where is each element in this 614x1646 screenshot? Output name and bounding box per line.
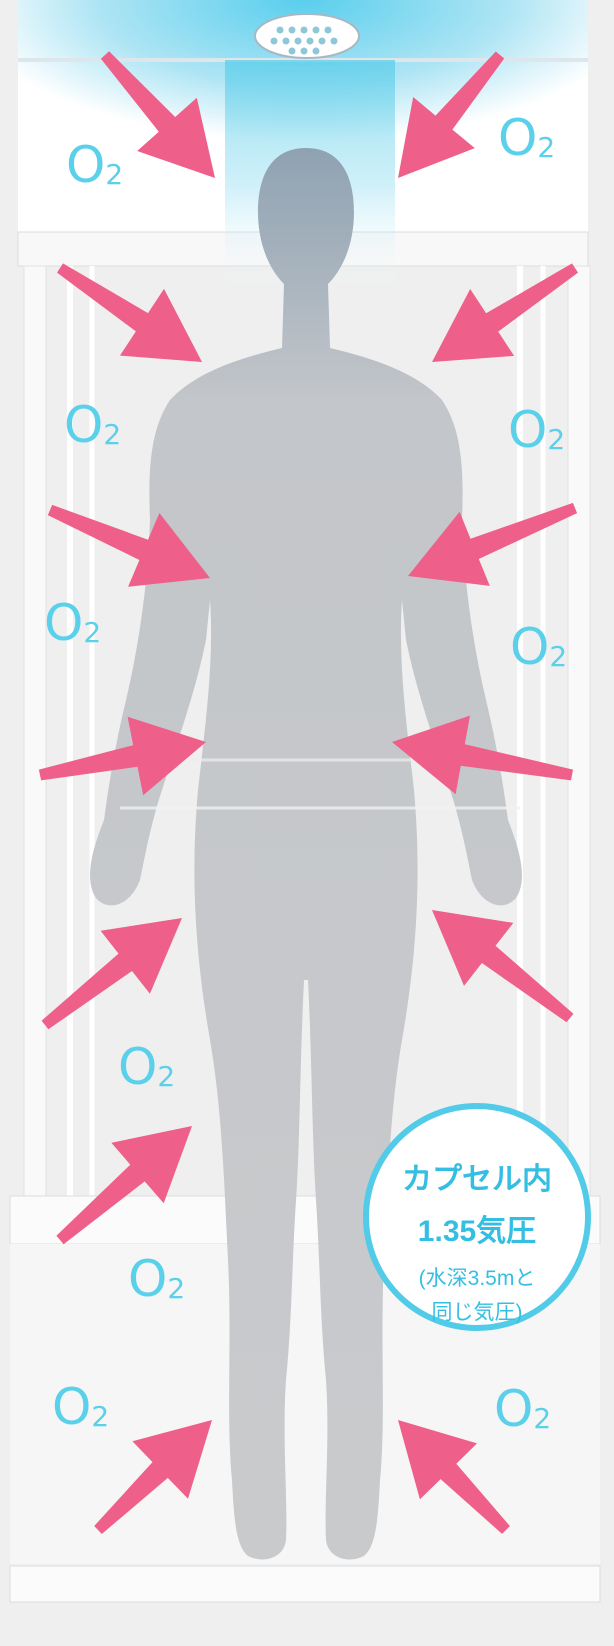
badge-pressure: 1.35気圧 [369,1206,585,1250]
o2-label: O2 [52,1382,107,1432]
o2-label: O2 [66,140,121,190]
o2-label: O2 [494,1384,549,1434]
pressure-badge: カプセル内 1.35気圧 (水深3.5mと 同じ気圧) [363,1103,591,1331]
pressure-arrow [432,263,578,362]
badge-title: カプセル内 [369,1154,585,1198]
badge-note-line1: (水深3.5mと [369,1262,585,1292]
o2-label: O2 [510,622,565,672]
o2-label: O2 [44,598,99,648]
pressure-arrow [432,910,573,1022]
o2-label: O2 [64,400,119,450]
badge-note-line2: 同じ気圧) [369,1296,585,1326]
o2-label: O2 [498,113,553,163]
o2-label: O2 [128,1254,183,1304]
pressure-arrow [57,263,202,362]
pressure-arrow [42,918,182,1029]
o2-label: O2 [118,1042,173,1092]
o2-label: O2 [508,405,563,455]
